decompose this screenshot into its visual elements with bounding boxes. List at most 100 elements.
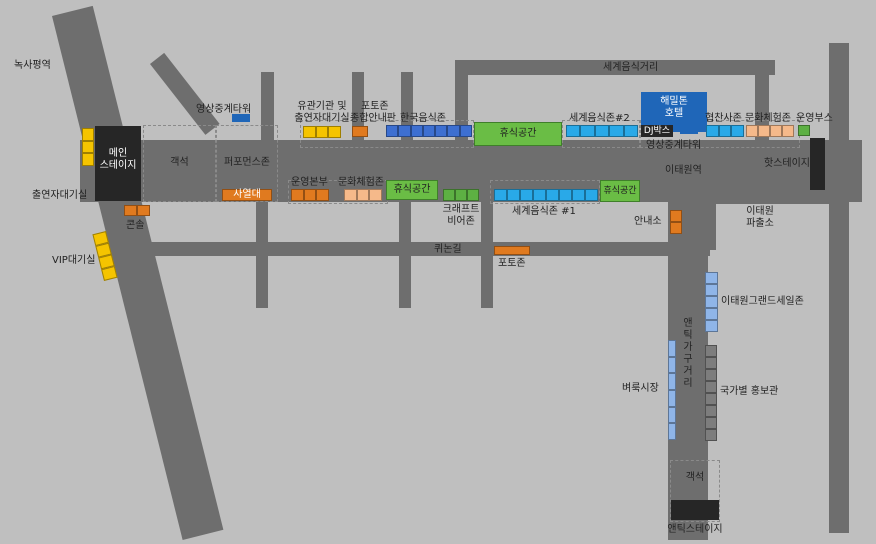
booth [609, 125, 624, 137]
operation-hq-label: 운영본부 [291, 177, 328, 188]
dj-box [641, 125, 673, 137]
road-top-left-vertical [455, 60, 468, 145]
antique-stage [671, 500, 719, 520]
performance-zone-label: 퍼포먼스존 [224, 157, 270, 168]
craft-beer-zone-label: 크래프트 비어존 [442, 204, 480, 227]
booth [546, 189, 559, 201]
booth [585, 189, 598, 201]
booth [422, 125, 436, 137]
booth [533, 189, 546, 201]
booth [746, 125, 758, 137]
road-mid-vertical-1 [256, 200, 268, 308]
booth [410, 125, 423, 137]
road-mid-vertical-3 [481, 200, 493, 308]
grand-sale-zone-label: 이태원그랜드세일존 [721, 296, 804, 307]
booth [303, 189, 317, 201]
booth [222, 189, 272, 201]
road-mid-vertical-2 [399, 200, 411, 308]
booth [705, 308, 718, 320]
booth [467, 189, 479, 201]
seating-bottom-zone [670, 460, 720, 522]
booth [670, 210, 682, 222]
booth [670, 222, 682, 234]
info-booth-label: 안내소 [634, 216, 662, 227]
booth [705, 429, 717, 441]
dj-box-label: DJ박스 [643, 126, 671, 136]
hot-stage [810, 138, 825, 190]
world-food-zone-1-area [490, 180, 600, 204]
rest-area-right-label: 휴식공간 [603, 186, 637, 196]
console-booths [124, 205, 150, 216]
culture-experience-right-booths [746, 125, 794, 137]
booth [705, 369, 717, 381]
road-top-stub-a [261, 72, 274, 145]
booth [124, 205, 137, 216]
performer-waiting-left-label: 출연자대기실 [32, 190, 88, 201]
itaewon-police-label: 이태원 파출소 [746, 206, 774, 229]
booth [316, 189, 330, 201]
antique-street-label: 앤틱가구거리 [683, 318, 693, 389]
booth [705, 284, 718, 296]
culture-experience-left-label: 문화체험존 [338, 177, 384, 188]
world-food-1-booths [494, 189, 598, 201]
sponsor-booths [706, 125, 745, 137]
craft-beer-booths [443, 189, 479, 201]
booth [494, 189, 507, 201]
road-top-world-food-street [455, 60, 775, 75]
hot-stage-label: 핫스테이지 [764, 158, 810, 169]
flea-market-booths [668, 340, 676, 441]
booth [559, 189, 572, 201]
korean-food-booths [386, 125, 472, 137]
booth [455, 189, 467, 201]
sajeondae-booth [222, 189, 272, 201]
booth [291, 189, 304, 201]
world-food-2-booths [566, 125, 639, 137]
rest-area-mid-label: 휴식공간 [393, 184, 431, 195]
booth [328, 126, 342, 138]
video-relay-tower-left [232, 114, 250, 122]
booth [705, 405, 717, 417]
road-diagonal-left [52, 5, 224, 540]
booth [507, 189, 520, 201]
country-pr-booths [705, 345, 717, 441]
photo-zone-bottom-label: 포토존 [498, 258, 526, 269]
console-label: 콘솔 [126, 220, 145, 231]
country-pr-hall-label: 국가별 홍보관 [720, 386, 779, 397]
operation-hq-booths [291, 189, 330, 201]
booth [705, 417, 717, 429]
booth [705, 320, 718, 332]
world-food-zone-2-area [562, 120, 640, 148]
booth [758, 125, 770, 137]
seating-label: 객석 [170, 157, 189, 168]
main-stage [95, 126, 141, 201]
korean-food-zone-area [300, 120, 474, 148]
booth [520, 189, 533, 201]
booth [398, 125, 411, 137]
rest-area-right [600, 180, 640, 202]
booth [668, 356, 676, 374]
photo-zone-top-label: 포토존 [361, 101, 389, 112]
korean-food-zone-label: 한국음식존 [400, 113, 446, 124]
org-waiting-booths [303, 126, 342, 138]
performance-zone [216, 125, 278, 202]
main-stage-label: 메인 스테이지 [99, 148, 137, 171]
booth [705, 345, 717, 357]
seating-bottom-label: 객석 [685, 472, 705, 483]
info-booth [670, 210, 682, 234]
booth [731, 125, 745, 137]
sajeondae-label: 사열대 [233, 189, 261, 200]
seating-zone [143, 125, 216, 202]
booth [706, 125, 719, 137]
booth [668, 406, 676, 424]
booth [352, 126, 368, 137]
booth [594, 125, 610, 137]
video-relay-tower-right [680, 126, 698, 134]
booth [782, 125, 794, 137]
booth [459, 125, 472, 137]
road-top-right-vertical [755, 60, 769, 145]
rest-area-top [474, 122, 562, 146]
booth [386, 125, 399, 137]
booth [623, 125, 639, 137]
rest-area-top-label: 휴식공간 [499, 128, 537, 139]
